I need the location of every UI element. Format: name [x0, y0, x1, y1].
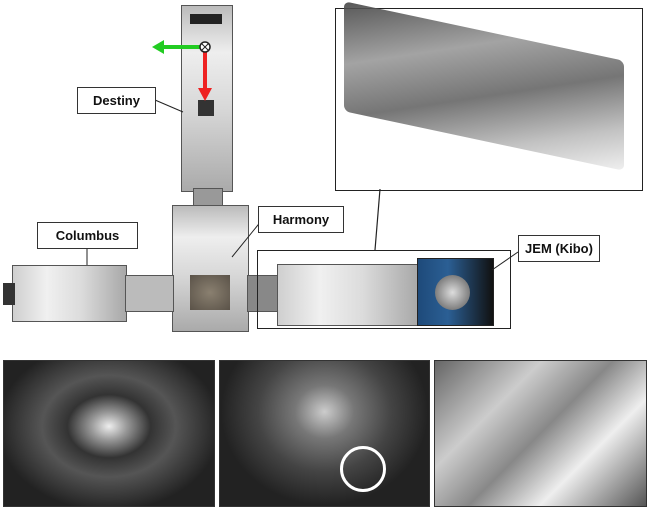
- destiny-module: [181, 5, 233, 192]
- interior-photo-3: [434, 360, 647, 507]
- columbus-label: Columbus: [37, 222, 138, 249]
- jem-module: [277, 264, 419, 326]
- point-cloud-inset: [335, 1, 643, 191]
- columbus-connector: [125, 275, 174, 312]
- columbus-endcap: [3, 283, 15, 305]
- harmony-hatch: [190, 275, 230, 310]
- destiny-label: Destiny: [77, 87, 156, 114]
- interior-photo-2: [219, 360, 430, 507]
- destiny-hatch: [198, 100, 214, 116]
- destiny-window: [190, 14, 222, 24]
- interior-photo-1: [3, 360, 215, 507]
- harmony-label: Harmony: [258, 206, 344, 233]
- robot-rotation-overlay: [340, 446, 386, 492]
- jem-highlight-box: [257, 250, 511, 329]
- jem-label: JEM (Kibo): [518, 235, 600, 262]
- jem-hatch: [435, 275, 470, 310]
- coordinate-axes: [152, 40, 212, 101]
- harmony-module: [172, 205, 249, 332]
